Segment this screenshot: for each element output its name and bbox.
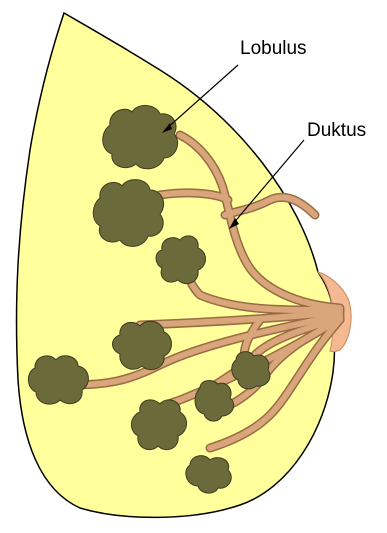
lobule-4 [113, 321, 172, 369]
lobulus-label: Lobulus [240, 38, 307, 59]
lobule-3 [156, 236, 206, 284]
duktus-label: Duktus [307, 120, 366, 141]
